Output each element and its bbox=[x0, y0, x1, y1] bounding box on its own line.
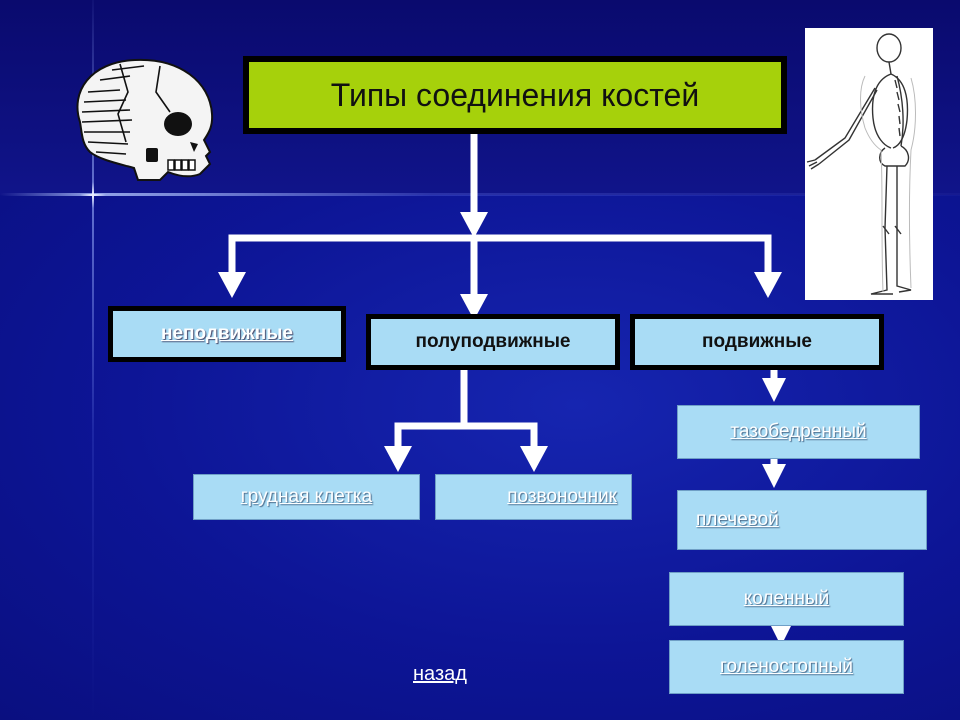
decorative-glow-line-vertical bbox=[92, 0, 94, 720]
item-shoulder-link[interactable]: плечевой bbox=[677, 490, 927, 550]
title-box: Типы соединения костей bbox=[243, 56, 787, 134]
item-spine-link[interactable]: позвоночник bbox=[435, 474, 632, 520]
skeleton-icon bbox=[806, 33, 916, 295]
sparkle-icon bbox=[80, 182, 106, 208]
item-knee-link[interactable]: коленный bbox=[669, 572, 904, 626]
item-ankle-link[interactable]: голеностопный bbox=[669, 640, 904, 694]
item-hip-link[interactable]: тазобедренный bbox=[677, 405, 920, 459]
decorative-glow-line-horizontal bbox=[0, 193, 960, 196]
skeleton-panel bbox=[805, 28, 933, 300]
category-semi-movable-box: полуподвижные bbox=[366, 314, 620, 370]
category-movable-label: подвижные bbox=[635, 319, 879, 365]
skull-icon bbox=[76, 58, 214, 181]
back-link[interactable]: назад bbox=[413, 663, 467, 685]
diagram-title: Типы соединения костей bbox=[249, 62, 781, 128]
category-semi-movable-label: полуподвижные bbox=[371, 319, 615, 365]
category-movable-box: подвижные bbox=[630, 314, 884, 370]
item-chest-link[interactable]: грудная клетка bbox=[193, 474, 420, 520]
category-fixed-box[interactable]: неподвижные bbox=[108, 306, 346, 362]
category-fixed-link[interactable]: неподвижные bbox=[113, 311, 341, 357]
